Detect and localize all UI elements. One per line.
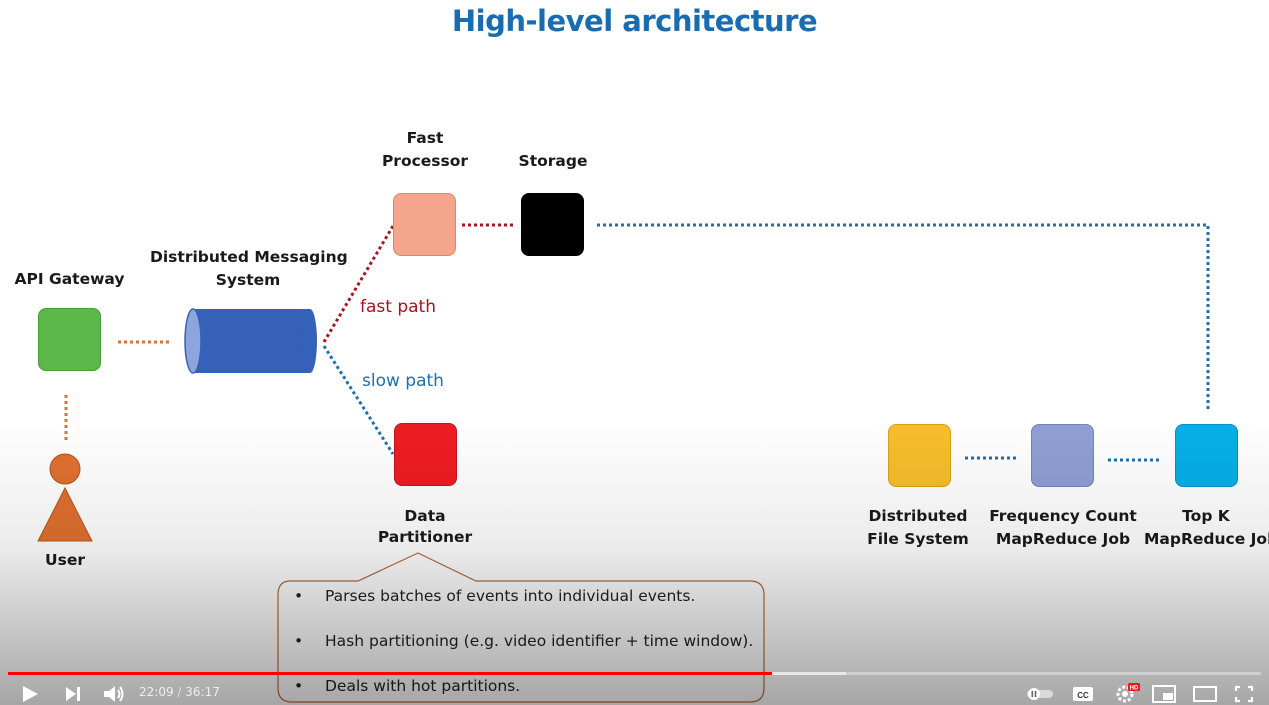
topk-box — [1175, 424, 1238, 487]
dfs-label-line1: Distributed — [868, 507, 968, 525]
storage-to-topk-line — [597, 223, 1210, 412]
user-figure-icon — [37, 453, 93, 542]
storage-label: Storage — [518, 152, 588, 170]
play-icon[interactable] — [20, 684, 40, 704]
miniplayer-icon[interactable] — [1152, 685, 1176, 703]
fast-path-line — [322, 225, 395, 343]
dfs-box — [888, 424, 951, 487]
bullet: • — [294, 632, 304, 650]
dfs-label-line2: File System — [867, 530, 969, 548]
topk-label-line2: MapReduce Job — [1144, 530, 1269, 548]
subtitles-icon[interactable]: CC — [1072, 685, 1094, 703]
freq-label-line1: Frequency Count — [989, 507, 1137, 525]
api-gateway-box — [38, 308, 101, 371]
user-label: User — [45, 551, 85, 569]
data-partitioner-label-line1: Data — [404, 507, 446, 525]
freq-label-line2: MapReduce Job — [995, 530, 1131, 548]
slow-path-line — [322, 345, 395, 455]
duration: 36:17 — [185, 685, 220, 699]
autoplay-toggle-icon[interactable] — [1026, 687, 1054, 701]
volume-icon[interactable] — [102, 683, 126, 705]
slow-path-label: slow path — [362, 371, 444, 391]
storage-box — [521, 193, 584, 256]
data-partitioner-label-line2: Partitioner — [377, 528, 473, 546]
note-callout-border — [277, 552, 765, 703]
time-display: 22:09 / 36:17 — [139, 685, 220, 699]
note-item: •Parses batches of events into individua… — [294, 587, 696, 605]
current-time: 22:09 — [139, 685, 174, 699]
topk-label-line1: Top K — [1182, 507, 1230, 525]
slide-title: High-level architecture — [451, 4, 818, 38]
fast-processor-label-line1: Fast — [406, 129, 444, 147]
time-separator: / — [173, 685, 186, 699]
next-icon[interactable] — [64, 685, 82, 703]
hd-badge: HD — [1130, 686, 1139, 692]
bullet: • — [294, 587, 304, 605]
fast-path-label: fast path — [360, 297, 436, 317]
freq-box — [1031, 424, 1094, 487]
cc-text: CC — [1077, 691, 1089, 700]
note-item: •Deals with hot partitions. — [294, 677, 521, 695]
messaging-label-line2: System — [215, 271, 281, 289]
note-item: •Hash partitioning (e.g. video identifie… — [294, 632, 754, 650]
settings-icon[interactable]: HD — [1114, 682, 1142, 704]
data-partitioner-box — [394, 423, 457, 486]
progress-played — [8, 672, 772, 675]
messaging-label-line1: Distributed Messaging — [150, 248, 348, 266]
messaging-cylinder-icon — [184, 308, 317, 374]
api-gateway-label: API Gateway — [14, 270, 125, 288]
player-controls: 22:09 / 36:17 CC HD — [0, 670, 1269, 705]
fast-processor-box — [393, 193, 456, 256]
theater-icon[interactable] — [1193, 686, 1217, 702]
fullscreen-icon[interactable] — [1234, 685, 1254, 703]
fast-processor-label-line2: Processor — [381, 152, 469, 170]
bullet: • — [294, 677, 304, 695]
